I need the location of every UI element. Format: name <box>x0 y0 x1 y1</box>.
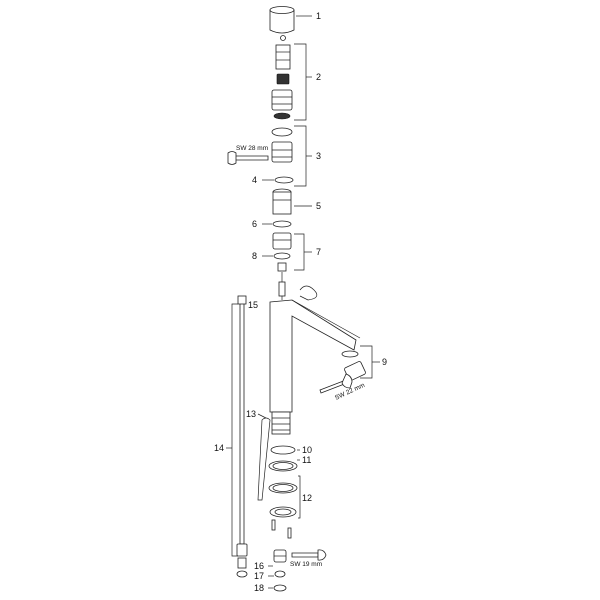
callout-12: 12 <box>302 493 312 503</box>
retaining-clip <box>278 272 318 301</box>
callout-10: 10 <box>302 445 312 455</box>
part-7-nut-assembly <box>272 232 292 272</box>
part-4-o-ring <box>274 176 294 184</box>
part-3-ring-and-nut <box>271 127 293 163</box>
callout-18: 18 <box>254 583 264 593</box>
wrench-sw28-icon <box>227 151 269 165</box>
part-5-valve-body <box>272 188 292 215</box>
callout-7: 7 <box>316 247 321 257</box>
part-17-washer <box>274 570 286 578</box>
part-14-supply-hose <box>236 301 248 578</box>
callout-4: 4 <box>252 175 257 185</box>
callout-11: 11 <box>302 455 311 465</box>
callout-1: 1 <box>316 11 321 21</box>
part-13-hose <box>257 417 271 501</box>
wrench-label-sw19: SW 19 mm <box>290 561 322 568</box>
part-1-handle-cap <box>269 6 295 34</box>
wrench-sw19-icon <box>291 549 327 561</box>
callout-9: 9 <box>382 357 387 367</box>
faucet-body <box>269 299 361 435</box>
part-12-fixing-set <box>268 482 298 539</box>
part-10-gasket <box>270 445 296 455</box>
callout-3: 3 <box>316 151 321 161</box>
callout-14: 14 <box>214 443 224 453</box>
part-11-ring <box>268 460 298 472</box>
callout-5: 5 <box>316 201 321 211</box>
callout-17: 17 <box>254 571 264 581</box>
part-18-washer <box>273 584 287 592</box>
wrench-sw22-icon <box>319 373 353 394</box>
callout-8: 8 <box>252 251 257 261</box>
part-6-seal <box>272 220 292 228</box>
part-16-nut <box>273 549 287 563</box>
part-15-connector <box>237 295 247 305</box>
callout-6: 6 <box>252 219 257 229</box>
callout-15: 15 <box>248 300 258 310</box>
wrench-label-sw28: SW 28 mm <box>236 145 268 152</box>
callout-16: 16 <box>254 561 264 571</box>
callout-2: 2 <box>316 72 321 82</box>
callout-13: 13 <box>246 409 256 419</box>
part-2-cartridge-stack <box>271 35 293 120</box>
